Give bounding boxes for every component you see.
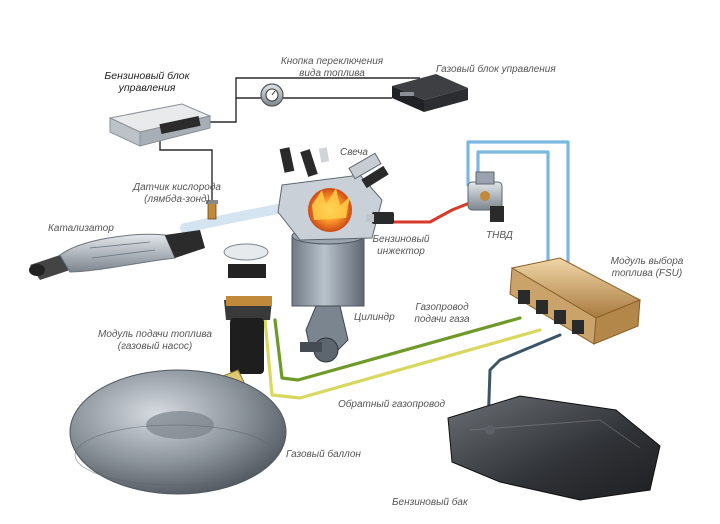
spark-plug-label: Свеча — [340, 147, 368, 158]
gas-tank — [69, 369, 287, 495]
petrol-injector — [366, 212, 394, 224]
fsu-label-line1: Модуль выбора — [610, 256, 684, 267]
fuel-selector-unit — [509, 257, 642, 345]
petrol-ecu-label-line1: Бензиновый блок — [104, 70, 190, 82]
fuel-module-label: Модуль подачи топлива (газовый насос) — [80, 329, 230, 353]
return-line-label: Обратный газопровод — [338, 399, 446, 410]
fuel-module-label-line1: Модуль подачи топлива — [98, 329, 212, 340]
oxygen-sensor-label-line2: (лямбда-зонд) — [144, 194, 210, 205]
petrol-ecu — [108, 103, 212, 147]
gas-supply-label-line1: Газопровод — [415, 302, 469, 313]
oxygen-sensor-label: Датчик кислорода (лямбда-зонд) — [112, 182, 242, 206]
gas-supply-label-line2: подачи газа — [414, 314, 470, 325]
fsu-label: Модуль выбора топлива (FSU) — [592, 256, 702, 280]
gas-supply-label: Газопровод подачи газа — [392, 302, 492, 326]
spark-plugs — [279, 147, 389, 189]
fsu-label-line2: топлива (FSU) — [611, 268, 683, 279]
switch-button-label-line2: вида топлива — [299, 68, 365, 79]
fuel-delivery-module — [217, 243, 272, 393]
gas-ecu-label: Газовый блок управления — [436, 64, 556, 75]
petrol-tank-label: Бензиновый бак — [392, 497, 468, 508]
petrol-injector-label: Бензиновый инжектор — [356, 234, 446, 258]
hpfp-label: ТНВД — [486, 230, 513, 241]
oxygen-sensor-label-line1: Датчик кислорода — [133, 182, 221, 193]
petrol-tank — [447, 395, 661, 501]
switch-button-label: Кнопка переключения вида топлива — [262, 56, 402, 80]
fuel-module-label-line2: (газовый насос) — [117, 341, 193, 352]
petrol-ecu-label: Бензиновый блок управления — [92, 70, 202, 94]
switch-button-label-line1: Кнопка переключения — [280, 56, 384, 67]
engine-cylinder — [291, 227, 365, 363]
petrol-ecu-label-line2: управления — [118, 82, 176, 94]
fuel-lines — [180, 140, 570, 430]
fuel-switch-button — [260, 83, 284, 107]
engine-head — [277, 174, 383, 241]
gas-tank-label: Газовый баллон — [286, 449, 361, 460]
high-pressure-fuel-pump — [467, 171, 504, 222]
oxygen-sensor — [206, 200, 218, 220]
catalyst — [29, 230, 205, 280]
cylinder-label: Цилиндр — [354, 312, 395, 323]
petrol-injector-label-line2: инжектор — [377, 246, 425, 257]
catalyst-label: Катализатор — [48, 223, 114, 234]
gas-ecu — [392, 74, 468, 112]
petrol-injector-label-line1: Бензиновый — [372, 234, 430, 245]
